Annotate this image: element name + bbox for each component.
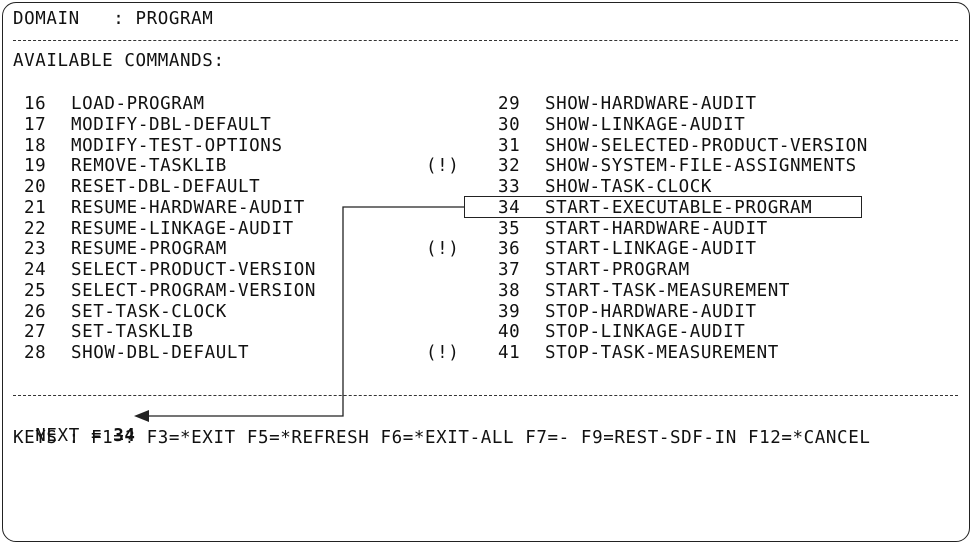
warning-flag: (!) — [426, 343, 460, 363]
command-item[interactable]: SHOW-SELECTED-PRODUCT-VERSION — [545, 135, 868, 156]
command-item[interactable]: RESUME-PROGRAM — [71, 239, 227, 260]
command-number: 23 — [24, 239, 47, 260]
command-item[interactable]: SHOW-LINKAGE-AUDIT — [545, 114, 746, 135]
command-item[interactable]: START-PROGRAM — [545, 260, 690, 280]
command-item[interactable]: START-EXECUTABLE-PROGRAM — [545, 197, 813, 218]
warning-flag: (!) — [426, 156, 460, 177]
warning-flag: (!) — [426, 239, 460, 260]
command-number: 29 — [498, 94, 521, 114]
domain-header: DOMAIN : PROGRAM — [13, 9, 214, 29]
command-item[interactable]: RESUME-LINKAGE-AUDIT — [71, 218, 294, 239]
command-item[interactable]: START-HARDWARE-AUDIT — [545, 218, 768, 239]
command-number: 32 — [498, 156, 521, 177]
selected-command-highlight — [464, 196, 862, 218]
command-item[interactable]: SET-TASK-CLOCK — [71, 301, 227, 322]
command-number: 40 — [498, 322, 521, 343]
command-item[interactable]: STOP-TASK-MEASUREMENT — [545, 343, 779, 363]
command-item[interactable]: SHOW-DBL-DEFAULT — [71, 343, 250, 363]
command-number: 20 — [24, 177, 47, 197]
command-item[interactable]: SET-TASKLIB — [71, 322, 194, 343]
command-item[interactable]: RESUME-HARDWARE-AUDIT — [71, 197, 305, 218]
command-number: 31 — [498, 135, 521, 156]
next-prompt[interactable]: NEXT = 34 — [13, 406, 136, 446]
command-number: 34 — [498, 197, 521, 218]
command-number: 19 — [24, 156, 47, 177]
command-item[interactable]: START-TASK-MEASUREMENT — [545, 280, 790, 301]
command-number: 35 — [498, 218, 521, 239]
command-item[interactable]: RESET-DBL-DEFAULT — [71, 177, 261, 197]
command-number: 36 — [498, 239, 521, 260]
command-number: 41 — [498, 343, 521, 363]
command-number: 37 — [498, 260, 521, 280]
command-number: 39 — [498, 301, 521, 322]
command-item[interactable]: SELECT-PRODUCT-VERSION — [71, 260, 316, 280]
command-item[interactable]: START-LINKAGE-AUDIT — [545, 239, 757, 260]
command-number: 24 — [24, 260, 47, 280]
command-number: 17 — [24, 114, 47, 135]
command-item[interactable]: REMOVE-TASKLIB — [71, 156, 227, 177]
command-item[interactable]: SHOW-HARDWARE-AUDIT — [545, 94, 757, 114]
command-number: 27 — [24, 322, 47, 343]
command-number: 38 — [498, 280, 521, 301]
command-item[interactable]: SELECT-PROGRAM-VERSION — [71, 280, 316, 301]
top-divider — [13, 40, 958, 41]
command-number: 26 — [24, 301, 47, 322]
command-number: 28 — [24, 343, 47, 363]
available-commands-title: AVAILABLE COMMANDS: — [13, 51, 225, 71]
command-number: 33 — [498, 177, 521, 197]
command-number: 30 — [498, 114, 521, 135]
command-number: 25 — [24, 280, 47, 301]
command-item[interactable]: MODIFY-TEST-OPTIONS — [71, 135, 283, 156]
command-item[interactable]: MODIFY-DBL-DEFAULT — [71, 114, 272, 135]
next-label: NEXT = — [35, 426, 114, 446]
command-number: 21 — [24, 197, 47, 218]
command-item[interactable]: STOP-LINKAGE-AUDIT — [545, 322, 746, 343]
command-item[interactable]: STOP-HARDWARE-AUDIT — [545, 301, 757, 322]
bottom-divider — [13, 395, 958, 396]
command-number: 18 — [24, 135, 47, 156]
command-item[interactable]: SHOW-SYSTEM-FILE-ASSIGNMENTS — [545, 156, 857, 177]
command-item[interactable]: SHOW-TASK-CLOCK — [545, 177, 713, 197]
next-input-value[interactable]: 34 — [113, 426, 136, 446]
command-number: 22 — [24, 218, 47, 239]
command-item[interactable]: LOAD-PROGRAM — [71, 94, 205, 114]
function-keys-line: KEYS : F1=? F3=*EXIT F5=*REFRESH F6=*EXI… — [13, 428, 871, 448]
terminal-frame — [2, 2, 970, 542]
command-number: 16 — [24, 94, 47, 114]
